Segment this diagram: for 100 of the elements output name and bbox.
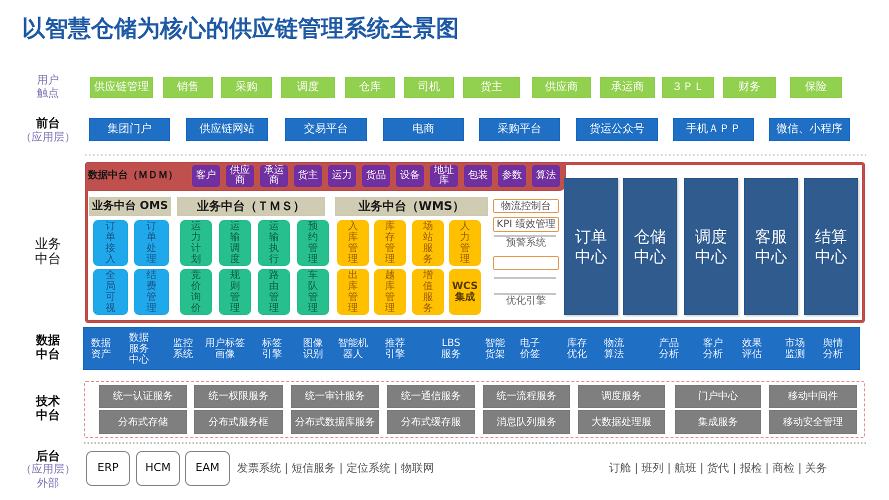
- channel-tag: 采购平台: [479, 118, 560, 141]
- function-tile: WCS集成: [449, 269, 481, 315]
- service-tag: 统一认证服务: [99, 385, 187, 408]
- capability-label: 用户标签画像: [204, 338, 246, 360]
- function-tile: 全局可视: [93, 269, 128, 315]
- channel-tag: 货运公众号: [576, 118, 658, 141]
- service-tag: 移动安全管理: [769, 410, 857, 434]
- touchpoint-tag: 仓库: [345, 77, 395, 98]
- function-tile: 库存管理: [374, 220, 406, 266]
- function-tile: 入库管理: [337, 220, 369, 266]
- dashed-frame: [84, 381, 865, 438]
- function-tile: 竞价询价: [180, 269, 212, 315]
- feature-label: 优化引擎: [506, 295, 546, 307]
- capability-label: 推荐引擎: [384, 338, 406, 360]
- system-list-text: 发票系统 | 短信服务 | 定位系统 | 物联网: [237, 462, 434, 476]
- tool-tag: KPI 绩效管理: [493, 217, 559, 232]
- center-column: 订单中心: [564, 178, 618, 315]
- touchpoint-tag: 承运商: [600, 77, 655, 98]
- function-tile: 增值服务: [412, 269, 444, 315]
- service-tag: 集成服务: [675, 410, 761, 434]
- function-tile: 车队管理: [297, 269, 329, 315]
- service-tag: 消息队列服务: [483, 410, 570, 434]
- service-tag: 统一通信服务: [387, 385, 475, 408]
- touchpoint-tag: 货主: [463, 77, 520, 98]
- frame-heading: 数据中台（ＭＤＭ）: [88, 170, 178, 181]
- function-tile: 预约管理: [297, 220, 329, 266]
- feature-label: 预警系统: [506, 237, 546, 249]
- page-title: 以智慧仓储为核心的供应链管理系统全景图: [22, 16, 459, 42]
- system-card: EAM: [185, 451, 230, 486]
- function-tile: 规则管理: [219, 269, 251, 315]
- function-tile: 运输执行: [258, 220, 290, 266]
- channel-tag: 集团门户: [89, 118, 170, 141]
- tool-tag: 物流控制台: [493, 199, 559, 213]
- capability-label: 智能机器人: [338, 338, 368, 360]
- system-card: ERP: [86, 451, 130, 486]
- capability-label: 图像识别: [302, 338, 324, 360]
- capability-bar: [83, 327, 860, 370]
- layer-label: 数据中台: [36, 334, 60, 362]
- master-data-tag: 参数: [498, 165, 526, 187]
- center-column: 客服中心: [744, 178, 798, 315]
- master-data-tag: 设备: [396, 165, 424, 187]
- layer-label: 技术中台: [36, 395, 60, 423]
- channel-tag: 手机ＡＰＰ: [673, 118, 754, 141]
- service-tag: 统一权限服务: [194, 385, 283, 408]
- capability-label: 客户分析: [702, 338, 724, 360]
- master-data-tag: 算法: [532, 165, 560, 187]
- function-tile: 人力管理: [449, 220, 481, 266]
- channel-tag: 交易平台: [285, 118, 367, 141]
- service-tag: 分布式存储: [99, 410, 187, 434]
- master-data-tag: 客户: [192, 165, 220, 187]
- touchpoint-tag: 司机: [404, 77, 454, 98]
- capability-label: LBS服务: [440, 338, 462, 360]
- touchpoint-tag: ３ＰＬ: [662, 77, 714, 98]
- function-tile: 订单处理: [134, 220, 169, 266]
- service-tag: 门户中心: [675, 385, 761, 408]
- layer-label: 业务中台: [34, 238, 62, 268]
- business-frame: [85, 162, 865, 323]
- function-tile: 路由管理: [258, 269, 290, 315]
- capability-label: 监控系统: [172, 338, 194, 360]
- touchpoint-tag: 采购: [221, 77, 272, 98]
- master-data-tag: 包装: [464, 165, 492, 187]
- channel-tag: 电商: [383, 118, 464, 141]
- service-tag: 统一流程服务: [483, 385, 570, 408]
- function-tile: 订单接入: [93, 220, 128, 266]
- master-data-tag: 货主: [294, 165, 322, 187]
- capability-label: 智能货架: [484, 338, 506, 360]
- touchpoint-tag: 供应商: [532, 77, 591, 98]
- function-tile: 出库管理: [337, 269, 369, 315]
- touchpoint-tag: 财务: [723, 77, 776, 98]
- master-data-tag: 供应商: [226, 165, 254, 187]
- touchpoint-tag: 供应链管理: [90, 77, 153, 98]
- module-header: 业务中台 OMS: [89, 197, 171, 216]
- layer-sublabel: 外部: [37, 478, 59, 490]
- layer-label: 前台: [36, 117, 60, 131]
- service-tag: 统一审计服务: [291, 385, 379, 408]
- service-tag: 调度服务: [578, 385, 665, 408]
- service-tag: 大数据处理服: [578, 410, 665, 434]
- capability-label: 舆情分析: [822, 338, 844, 360]
- function-tile: 运力计划: [180, 220, 212, 266]
- capability-label: 电子价签: [520, 338, 540, 360]
- layer-sublabel: （应用层）: [20, 132, 76, 144]
- layer-label: 用户触点: [36, 74, 60, 100]
- channel-tag: 微信、小程序: [769, 118, 850, 141]
- touchpoint-tag: 调度: [281, 77, 335, 98]
- capability-label: 市场监测: [784, 338, 806, 360]
- master-data-tag: 货品: [362, 165, 390, 187]
- touchpoint-tag: 保险: [790, 77, 842, 98]
- capability-label: 物流算法: [604, 338, 624, 360]
- capability-label: 效果评估: [742, 338, 762, 360]
- channel-tag: 供应链网站: [186, 118, 268, 141]
- capability-label: 数据服务中心: [128, 332, 150, 365]
- system-list-text: 订舱 | 班列 | 航班 | 货代 | 报检 | 商检 | 关务: [609, 462, 828, 476]
- service-tag: 分布式数据库服务: [291, 410, 379, 434]
- function-tile: 场站服务: [412, 220, 444, 266]
- function-tile: 结费管理: [134, 269, 169, 315]
- service-tag: 分布式缓存服: [387, 410, 475, 434]
- outlined-box: [493, 256, 559, 270]
- module-header: 业务中台（ＴＭＳ）: [177, 197, 325, 216]
- touchpoint-tag: 销售: [163, 77, 213, 98]
- center-column: 结算中心: [804, 178, 858, 315]
